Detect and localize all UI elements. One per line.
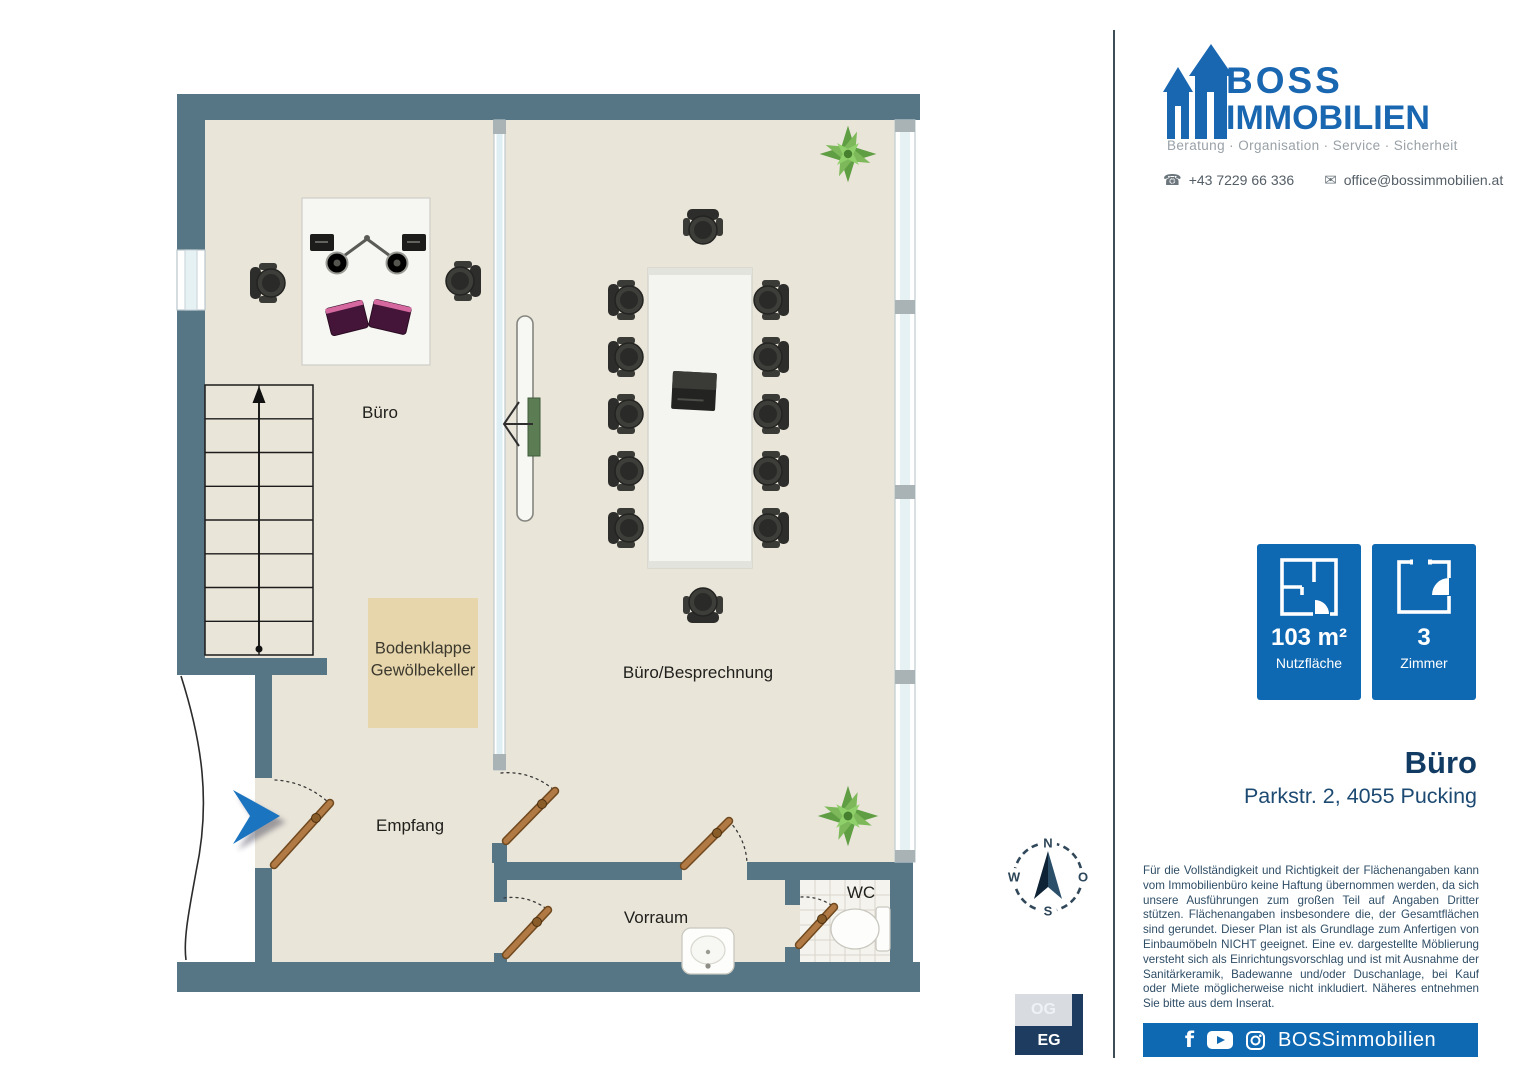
conference-table bbox=[647, 267, 753, 569]
sliding-door bbox=[502, 315, 541, 522]
phone-icon: ☎ bbox=[1163, 171, 1182, 189]
office-desk bbox=[301, 197, 431, 366]
area-badge: 103 m² Nutzfläche bbox=[1257, 544, 1361, 700]
bodenklappe-label-line2: Gewölbekeller bbox=[370, 661, 476, 680]
walls bbox=[177, 94, 920, 992]
email-address: office@bossimmobilien.at bbox=[1343, 172, 1504, 188]
besprechung-door-2 bbox=[679, 816, 748, 871]
floor-indicator-og: OG bbox=[1015, 994, 1072, 1026]
property-title-block: Büro Parkstr. 2, 4055 Pucking bbox=[1244, 745, 1477, 809]
room-label-wc: WC bbox=[846, 883, 876, 902]
room-label-empfang: Empfang bbox=[375, 816, 445, 835]
entrance-door bbox=[269, 779, 335, 870]
brand-name-line2: IMMOBILIEN bbox=[1226, 99, 1430, 137]
area-label: Nutzfläche bbox=[1275, 655, 1343, 671]
compass-south-label: S bbox=[1043, 903, 1053, 919]
compass-east-label: O bbox=[1077, 869, 1089, 885]
floorplan-badge-icon bbox=[1280, 558, 1338, 618]
entrance-arrow-icon bbox=[233, 790, 286, 850]
wall-break-line bbox=[180, 675, 205, 961]
compass-rose bbox=[1005, 834, 1091, 920]
social-bar: f BOSSimmobilien bbox=[1143, 1023, 1478, 1057]
vorraum-door bbox=[501, 896, 553, 960]
window-front-right bbox=[894, 119, 916, 863]
youtube-icon bbox=[1206, 1031, 1233, 1049]
room-label-vorraum: Vorraum bbox=[623, 908, 689, 927]
property-title: Büro bbox=[1404, 745, 1477, 780]
room-label-besprechung: Büro/Besprechnung bbox=[622, 663, 774, 682]
floor-indicator-eg: EG bbox=[1015, 1026, 1083, 1055]
contact-row: ☎ +43 7229 66 336 ✉ office@bossimmobilie… bbox=[1163, 171, 1503, 189]
rooms-badge: 3 Zimmer bbox=[1372, 544, 1476, 700]
toilet bbox=[830, 906, 891, 952]
email-icon: ✉ bbox=[1324, 171, 1337, 189]
boss-logo-houses-icon bbox=[1163, 44, 1233, 139]
instagram-icon bbox=[1245, 1030, 1265, 1050]
social-handle: BOSSimmobilien bbox=[1277, 1028, 1437, 1051]
disclaimer-text: Für die Vollständigkeit und Richtigkeit … bbox=[1143, 864, 1479, 1011]
doors bbox=[269, 772, 839, 960]
besprechung-door bbox=[500, 772, 560, 846]
rooms-value: 3 bbox=[1417, 624, 1431, 651]
room-badge-icon bbox=[1397, 558, 1453, 614]
wc-door bbox=[794, 896, 839, 950]
laptop-icon bbox=[671, 370, 717, 412]
phone-number: +43 7229 66 336 bbox=[1188, 172, 1295, 188]
compass-west-label: W bbox=[1007, 869, 1021, 885]
bodenklappe-area bbox=[368, 598, 478, 728]
rooms-label: Zimmer bbox=[1400, 655, 1448, 671]
floor-indicator-edge bbox=[1072, 994, 1083, 1026]
glass-partition bbox=[493, 119, 506, 771]
area-value: 103 m² bbox=[1270, 624, 1348, 651]
brand-tagline: Beratung · Organisation · Service · Sich… bbox=[1167, 138, 1458, 153]
panel-divider bbox=[1113, 30, 1115, 1058]
washbasin bbox=[681, 927, 735, 975]
window-left bbox=[176, 249, 206, 311]
compass-north-label: N bbox=[1043, 835, 1053, 851]
room-label-buero: Büro bbox=[362, 403, 398, 422]
property-address: Parkstr. 2, 4055 Pucking bbox=[1243, 784, 1477, 808]
staircase bbox=[204, 384, 314, 656]
bodenklappe-label-line1: Bodenklappe bbox=[374, 639, 472, 658]
brand-name-line1: BOSS bbox=[1226, 60, 1343, 101]
facebook-icon: f bbox=[1184, 1028, 1194, 1052]
